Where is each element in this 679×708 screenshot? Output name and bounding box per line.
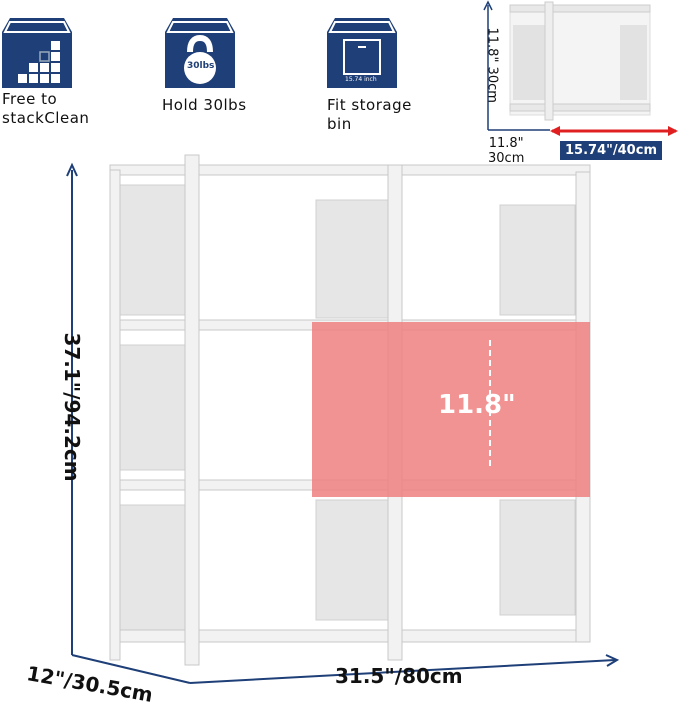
cube-width-badge: 15.74"/40cm (560, 141, 662, 160)
kettlebell-icon: 30lbs (165, 18, 235, 88)
shelf-width-label: 31.5"/80cm (335, 664, 463, 688)
cube-depth-label: 11.8"30cm (488, 136, 525, 166)
highlighted-cube (312, 322, 590, 497)
single-cube-diagram (483, 0, 678, 136)
storage-bin-icon: 15.74 inch (327, 18, 397, 88)
feature-label-weight: Hold 30lbs (162, 96, 247, 114)
stacking-cubes-icon (2, 18, 72, 88)
cube-height-overlay-label: 11.8" (438, 390, 516, 420)
shelf-height-label: 37.1"/94.2cm (60, 332, 84, 482)
